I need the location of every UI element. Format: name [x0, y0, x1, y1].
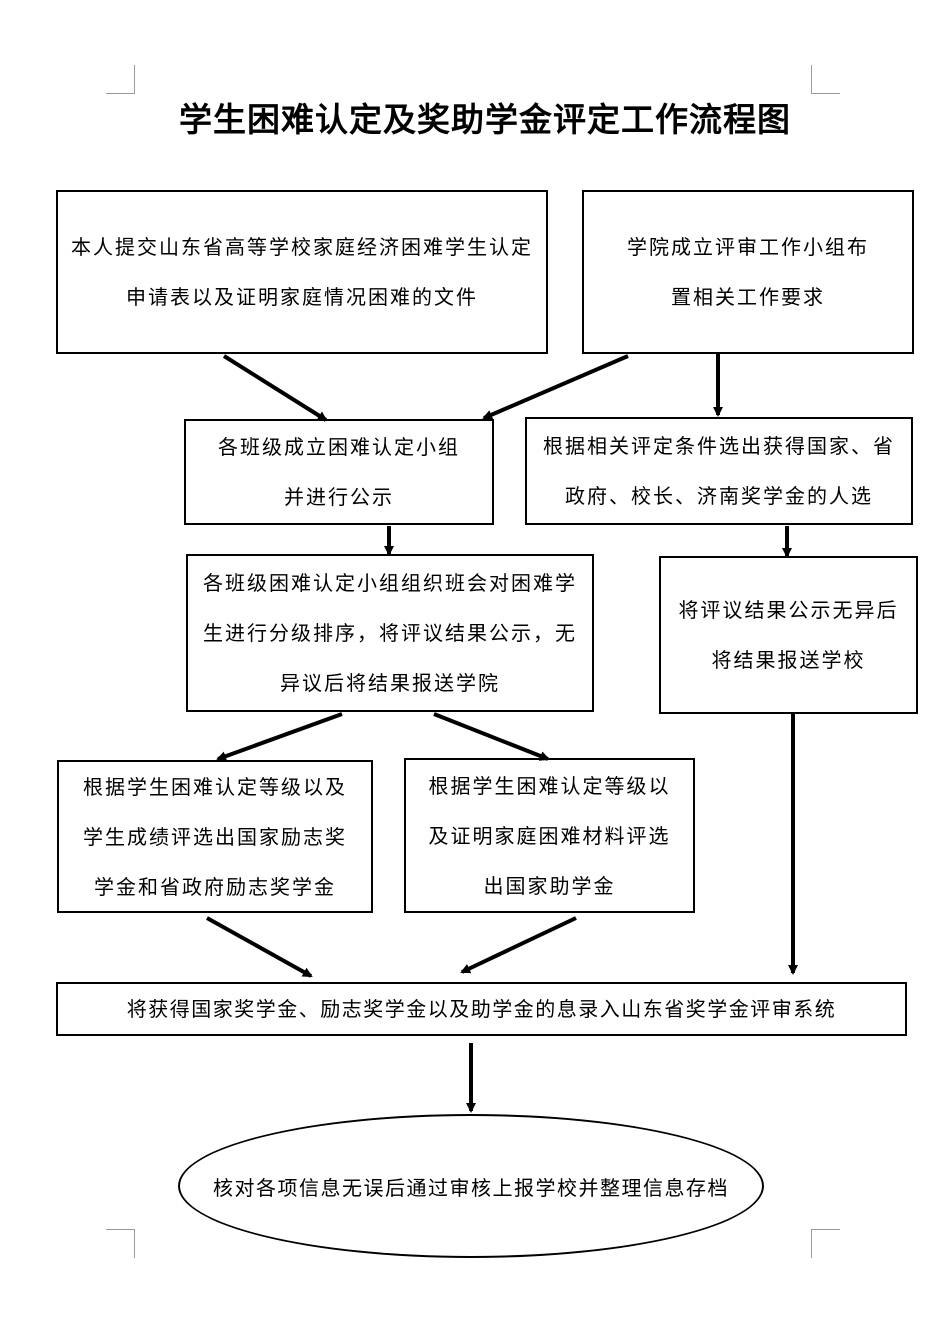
node-final: 核对各项信息无误后通过审核上报学校并整理信息存档 [178, 1114, 764, 1258]
node-student-submit-text: 本人提交山东省高等学校家庭经济困难学生认定申请表以及证明家庭情况困难的文件 [71, 235, 533, 309]
node-system-entry-text: 将获得国家奖学金、励志奖学金以及助学金的息录入山东省奖学金评审系统 [126, 997, 837, 1021]
node-system-entry: 将获得国家奖学金、励志奖学金以及助学金的息录入山东省奖学金评审系统 [56, 982, 907, 1036]
node-encouragement-text: 根据学生困难认定等级以及学生成绩评选出国家励志奖学金和省政府励志奖学金 [83, 774, 347, 899]
node-publicize-scholarship-text: 将评议结果公示无异后将结果报送学校 [678, 598, 899, 672]
node-publicize-scholarship: 将评议结果公示无异后将结果报送学校 [659, 556, 918, 714]
crop-mark-bottom-left [106, 1229, 135, 1258]
crop-mark-top-right [811, 65, 840, 94]
arrow-encouragement-to-system [206, 916, 313, 978]
node-final-text: 核对各项信息无误后通过审核上报学校并整理信息存档 [213, 1175, 729, 1200]
arrow-grant-to-system [460, 916, 577, 974]
arrow-meeting-to-grant [433, 712, 550, 761]
diagram-title: 学生困难认定及奖助学金评定工作流程图 [179, 100, 791, 139]
node-select-scholarship-text: 根据相关评定条件选出获得国家、省政府、校长、济南奖学金的人选 [543, 434, 895, 508]
node-class-meeting-text: 各班级困难认定小组组织班会对困难学生进行分级排序，将评议结果公示，无异议后将结果… [203, 571, 577, 695]
node-encouragement: 根据学生困难认定等级以及学生成绩评选出国家励志奖学金和省政府励志奖学金 [57, 760, 373, 913]
arrow-submit-to-class-group [222, 354, 328, 422]
node-college-group-text: 学院成立评审工作小组布置相关工作要求 [627, 235, 869, 309]
node-class-meeting: 各班级困难认定小组组织班会对困难学生进行分级排序，将评议结果公示，无异议后将结果… [186, 554, 594, 712]
crop-mark-top-left [106, 65, 135, 94]
arrow-meeting-to-encouragement [216, 712, 343, 761]
crop-mark-bottom-right [811, 1229, 840, 1258]
node-grant-text: 根据学生困难认定等级以及证明家庭困难材料评选出国家助学金 [428, 773, 671, 898]
node-grant: 根据学生困难认定等级以及证明家庭困难材料评选出国家助学金 [404, 758, 695, 913]
node-class-group: 各班级成立困难认定小组并进行公示 [184, 419, 494, 525]
node-class-group-text: 各班级成立困难认定小组并进行公示 [218, 435, 460, 509]
arrow-college-to-class-group [482, 354, 629, 420]
node-college-group: 学院成立评审工作小组布置相关工作要求 [582, 190, 914, 354]
node-select-scholarship: 根据相关评定条件选出获得国家、省政府、校长、济南奖学金的人选 [525, 417, 913, 525]
node-student-submit: 本人提交山东省高等学校家庭经济困难学生认定申请表以及证明家庭情况困难的文件 [56, 190, 548, 354]
